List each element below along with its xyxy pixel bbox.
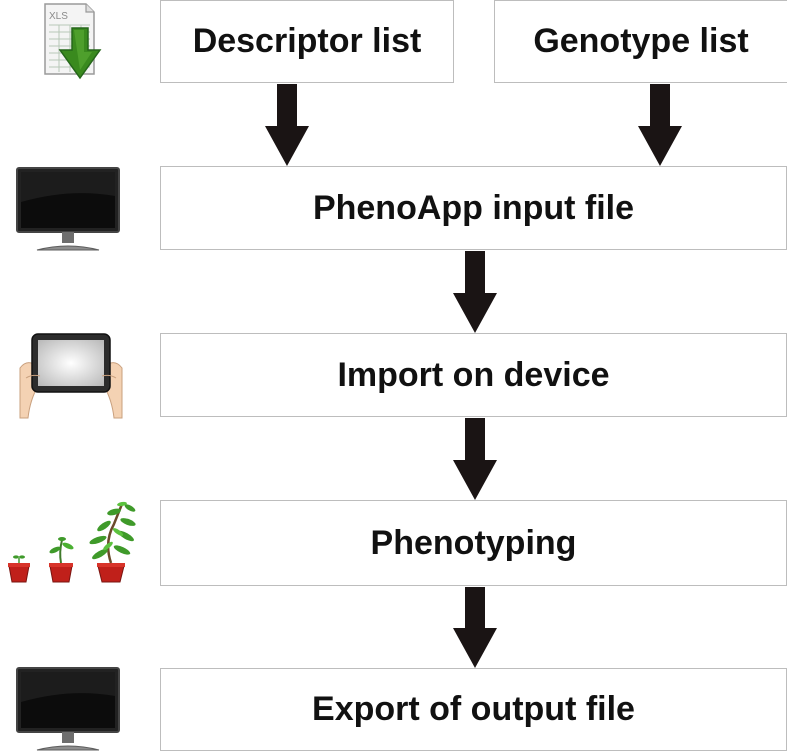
phenoapp-input-file-label: PhenoApp input file: [312, 188, 635, 227]
arrow-genotype-to-input: [638, 84, 682, 166]
export-output-file-box: Export of output file: [160, 668, 787, 751]
arrow-import-to-phenotyping: [453, 418, 497, 500]
export-output-file-label: Export of output file: [312, 690, 635, 728]
phenotyping-box: Phenotyping: [160, 500, 787, 586]
import-on-device-box: Import on device: [160, 333, 787, 417]
import-on-device-label: Import on device: [337, 355, 610, 394]
monitor-icon: [16, 667, 120, 751]
arrow-descriptor-to-input: [265, 84, 309, 166]
growing-plants-icon: [8, 501, 136, 583]
tablet-in-hands-icon: [19, 333, 123, 419]
genotype-list-box: Genotype list: [494, 0, 787, 83]
monitor-icon: [16, 167, 120, 251]
phenoapp-input-file-box: PhenoApp input file: [160, 166, 787, 250]
genotype-list-label: Genotype list: [533, 22, 749, 60]
descriptor-list-box: Descriptor list: [160, 0, 454, 83]
xls-label: XLS: [49, 11, 68, 22]
phenotyping-label: Phenotyping: [370, 523, 577, 562]
arrow-phenotyping-to-export: [453, 587, 497, 668]
arrow-input-to-import: [453, 251, 497, 333]
xls-download-icon: XLS: [44, 3, 102, 80]
descriptor-list-label: Descriptor list: [192, 22, 422, 60]
